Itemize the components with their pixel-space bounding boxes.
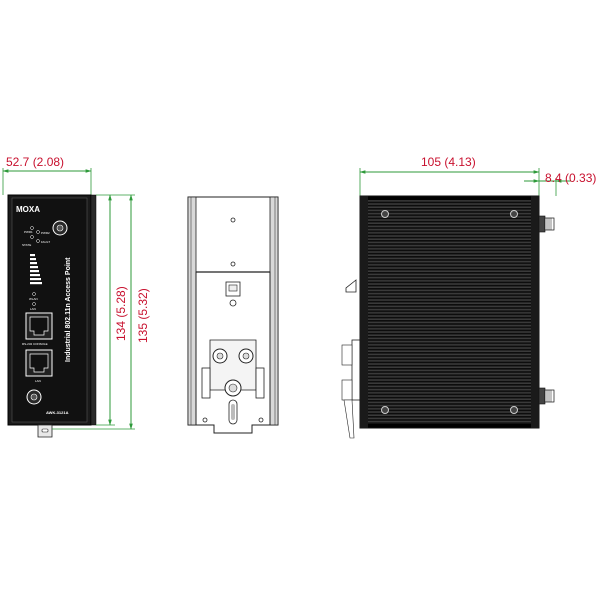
bottom-antenna-connector-core xyxy=(30,393,38,401)
signal-strength-icon xyxy=(30,254,42,285)
antenna-base xyxy=(538,387,546,405)
led-label-lan: LAN xyxy=(30,307,36,311)
led-icon xyxy=(30,235,34,239)
signal-bar xyxy=(30,282,42,285)
signal-bar xyxy=(30,266,38,269)
rear-right-rail xyxy=(269,196,279,426)
led-label-fault: FAULT xyxy=(41,240,50,244)
console-port-label: RS-232 CONSOLE xyxy=(22,342,48,346)
led-label-pwr2: PWR2 xyxy=(41,231,50,235)
din-latch-tab xyxy=(228,284,238,292)
signal-bar xyxy=(30,278,41,281)
led-icon xyxy=(36,239,40,243)
screw-icon xyxy=(510,406,518,414)
din-release-knob-core xyxy=(228,383,238,393)
side-antenna-label: 8.4 (0.33) xyxy=(545,171,596,185)
lan-port-label: LAN xyxy=(35,379,41,383)
side-depth-label: 105 (4.13) xyxy=(421,155,476,169)
brand-logo: MOXA xyxy=(16,205,40,214)
front-height-outer-label: 135 (5.32) xyxy=(136,288,150,343)
signal-bar xyxy=(30,258,36,261)
led-icon xyxy=(30,226,34,230)
din-spring-core xyxy=(216,352,224,360)
antenna-thread xyxy=(544,389,555,403)
top-antenna-connector-core xyxy=(56,224,64,232)
signal-bar xyxy=(30,254,35,257)
led-label-wlan: WLAN xyxy=(29,297,38,301)
side-body-right-edge xyxy=(531,196,539,428)
side-top-antenna-connector-icon xyxy=(538,215,555,233)
antenna-thread xyxy=(544,217,555,231)
front-panel xyxy=(11,197,88,423)
screw-icon xyxy=(230,261,236,267)
side-view: 105 (4.13) 8.4 (0.33) xyxy=(341,155,596,439)
side-din-bracket-tab xyxy=(341,344,353,366)
front-height-inner-label: 134 (5.28) xyxy=(114,286,128,341)
rear-view xyxy=(187,196,279,434)
led-cluster: PWR1 PWR2 FAULT STATE xyxy=(22,226,50,247)
signal-bar xyxy=(30,270,39,273)
led-label-state: STATE xyxy=(22,243,31,247)
side-din-bracket xyxy=(351,339,361,401)
rear-left-rail xyxy=(187,196,197,426)
screw-icon xyxy=(381,210,389,218)
din-clip-side-tab xyxy=(201,367,211,399)
signal-bar xyxy=(30,274,40,277)
signal-bar xyxy=(30,262,37,265)
led-icon xyxy=(36,230,40,234)
screw-icon xyxy=(381,406,389,414)
product-label: Industrial 802.11n Access Point xyxy=(65,257,72,362)
side-bottom-antenna-connector-icon xyxy=(538,387,555,405)
lan-port-socket xyxy=(29,353,49,373)
front-view: 52.7 (2.08) MOXA PWR1 PWR2 FAULT STATE xyxy=(2,155,150,438)
din-clip-side-tab xyxy=(255,367,265,399)
screw-icon xyxy=(229,299,237,307)
side-body-left-edge xyxy=(360,196,368,428)
console-port-socket xyxy=(29,316,49,336)
side-din-bracket-tab xyxy=(341,379,353,401)
side-din-hook xyxy=(345,279,357,293)
front-side-edge xyxy=(90,194,97,426)
model-label: AWK-3121A xyxy=(46,410,69,415)
heatsink-fins xyxy=(366,200,533,424)
led-icon xyxy=(32,302,36,306)
screw-icon xyxy=(230,217,236,223)
screw-icon xyxy=(258,417,264,423)
din-clip-slot xyxy=(41,428,49,433)
din-release-slot-inner xyxy=(231,404,235,420)
screw-icon xyxy=(510,210,518,218)
screw-icon xyxy=(202,417,208,423)
din-spring-core xyxy=(242,352,250,360)
led-label-pwr1: PWR1 xyxy=(24,230,33,234)
antenna-base xyxy=(538,215,546,233)
front-width-label: 52.7 (2.08) xyxy=(6,155,64,169)
led-icon xyxy=(32,292,36,296)
side-din-spring xyxy=(343,399,355,439)
